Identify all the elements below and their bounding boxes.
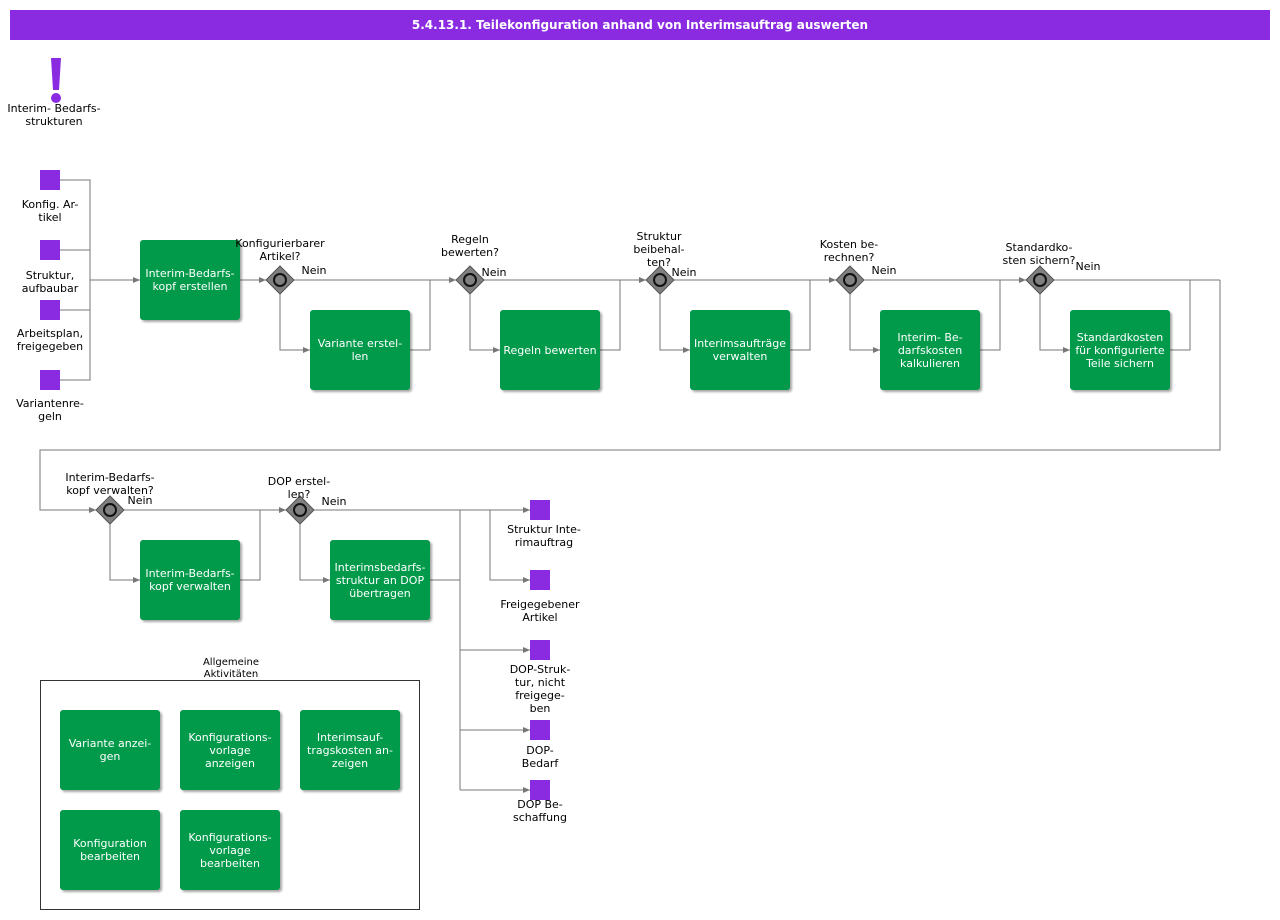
connector (659, 279, 810, 350)
gateway-question: Standardko- sten sichern? (1002, 241, 1076, 267)
gateway-circle (1033, 273, 1047, 287)
connector (109, 509, 260, 580)
output-label: DOP-Struk- tur, nicht freigege- ben (509, 663, 571, 715)
gateway (265, 265, 295, 295)
input-object (40, 170, 60, 190)
gateway-diamond (835, 265, 865, 295)
gateway-no-label: Nein (481, 266, 507, 279)
output-object (530, 640, 550, 660)
gateway-diamond (265, 265, 295, 295)
connector (299, 509, 460, 580)
output-label: DOP- Bedarf (521, 744, 559, 770)
task-variante-anzeigen[interactable]: Variante anzei- gen (60, 710, 160, 790)
gateway-no-label: Nein (671, 266, 697, 279)
gateway (95, 495, 125, 525)
connector (39, 280, 1221, 513)
gateway-diamond (285, 495, 315, 525)
gateway-question: Konfigurierbarer Artikel? (235, 237, 325, 263)
general-activities-group (40, 680, 420, 910)
connector (790, 277, 836, 351)
task-interimsauftraege-verwalten[interactable]: Interimsaufträge verwalten (690, 310, 790, 390)
task-konfigurationsvorlage-bearbeiten[interactable]: Konfigurations- vorlage bearbeiten (180, 810, 280, 890)
output-object (530, 780, 550, 800)
input-object (40, 240, 60, 260)
gateway (645, 265, 675, 295)
connector (279, 279, 430, 350)
gateway-circle (653, 273, 667, 287)
connector (240, 507, 286, 581)
connector (1170, 280, 1191, 351)
gateway-question: DOP erstel- len? (267, 475, 331, 501)
gateway-diamond (455, 265, 485, 295)
task-interimsbedarfsstruktur-uebertragen[interactable]: Interimsbedarfs- struktur an DOP übertra… (330, 540, 430, 620)
connector (469, 279, 620, 350)
gateway-circle (293, 503, 307, 517)
event-label: Interim- Bedarfs- strukturen (7, 102, 101, 128)
task-konfiguration-bearbeiten[interactable]: Konfiguration bearbeiten (60, 810, 160, 890)
group-title: Allgemeine Aktivitäten (202, 657, 260, 679)
task-variante-erstellen[interactable]: Variante erstel- len (310, 310, 410, 390)
gateway-no-label: Nein (871, 264, 897, 277)
input-label: Konfig. Ar- tikel (21, 198, 79, 224)
connector (980, 277, 1026, 351)
task-interim-bedarfskopf-verwalten[interactable]: Interim-Bedarfs- kopf verwalten (140, 540, 240, 620)
output-label: Freigegebener Artikel (500, 598, 580, 624)
connector (600, 277, 646, 351)
gateway-question: Regeln bewerten? (441, 233, 499, 259)
output-object (530, 500, 550, 520)
task-interim-bedarfskosten-kalkulieren[interactable]: Interim- Be- darfskosten kalkulieren (880, 310, 980, 390)
input-label: Struktur, aufbaubar (21, 269, 79, 295)
output-label: DOP Be- schaffung (513, 798, 567, 824)
connector (1039, 279, 1220, 350)
gateway-no-label: Nein (321, 495, 347, 508)
input-object (40, 300, 60, 320)
diagram-title: 5.4.13.1. Teilekonfiguration anhand von … (10, 10, 1270, 40)
output-object (530, 570, 550, 590)
gateway-circle (463, 273, 477, 287)
connector (849, 279, 1000, 350)
output-label: Struktur Inte- rimauftrag (507, 523, 581, 549)
gateway-diamond (1025, 265, 1055, 295)
input-object (40, 370, 60, 390)
gateway-question: Struktur beibehal- ten? (633, 230, 685, 269)
connector (410, 277, 456, 351)
gateway-diamond (95, 495, 125, 525)
gateway-question: Kosten be- rechnen? (819, 238, 879, 264)
gateway-no-label: Nein (127, 494, 153, 507)
gateway (455, 265, 485, 295)
gateway-diamond (645, 265, 675, 295)
gateway-no-label: Nein (301, 264, 327, 277)
exclamation-icon (51, 58, 61, 103)
gateway (1025, 265, 1055, 295)
task-interimsauftragskosten-anzeigen[interactable]: Interimsauf- tragskosten an- zeigen (300, 710, 400, 790)
gateway-circle (273, 273, 287, 287)
gateway-circle (103, 503, 117, 517)
task-regeln-bewerten[interactable]: Regeln bewerten (500, 310, 600, 390)
task-konfigurationsvorlage-anzeigen[interactable]: Konfigurations- vorlage anzeigen (180, 710, 280, 790)
input-label: Arbeitsplan, freigegeben (16, 327, 84, 353)
connector (60, 249, 90, 311)
gateway-no-label: Nein (1075, 260, 1101, 273)
task-standardkosten-sichern[interactable]: Standardkosten für konfigurierte Teile s… (1070, 310, 1170, 390)
gateway-question: Interim-Bedarfs- kopf verwalten? (65, 471, 155, 497)
task-interim-bedarfskopf-erstellen[interactable]: Interim-Bedarfs- kopf erstellen (140, 240, 240, 320)
output-object (530, 720, 550, 740)
gateway (285, 495, 315, 525)
input-label: Variantenre- geln (16, 397, 84, 423)
gateway-circle (843, 273, 857, 287)
gateway (835, 265, 865, 295)
